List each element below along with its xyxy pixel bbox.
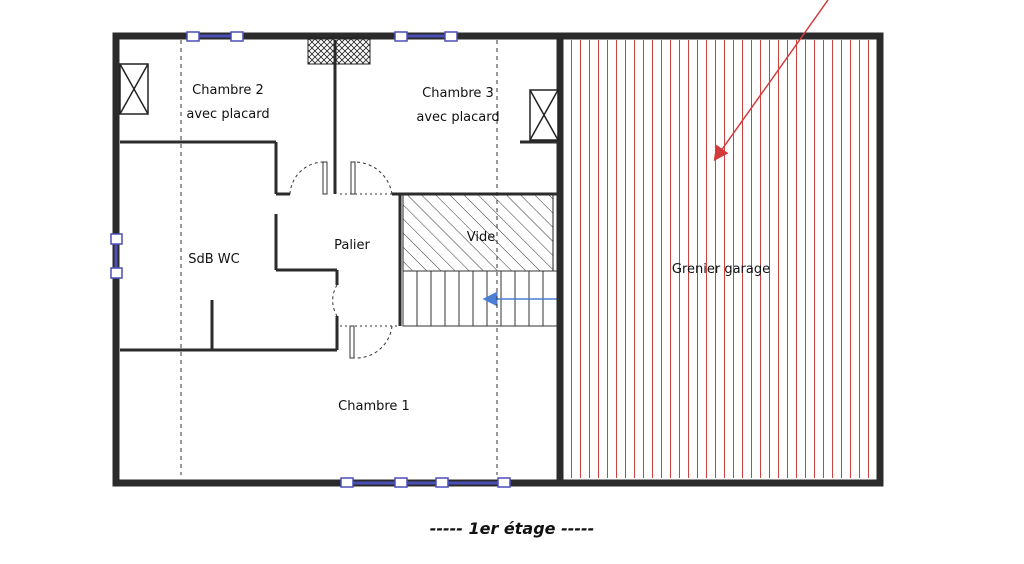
- wall-windows: [110, 31, 511, 488]
- roof-windows: [119, 63, 559, 141]
- floor-caption: ----- 1er étage -----: [429, 519, 595, 538]
- doors: [289, 161, 400, 359]
- chimney-block: [307, 37, 371, 65]
- label-chambre3-line1: Chambre 3: [422, 86, 494, 101]
- label-sdb: SdB WC: [188, 252, 240, 267]
- label-chambre3-line2: avec placard: [416, 110, 499, 125]
- annotation-arrow: [713, 0, 829, 162]
- label-grenier: Grenier garage: [672, 262, 770, 277]
- label-palier: Palier: [334, 238, 370, 253]
- label-chambre1: Chambre 1: [338, 399, 410, 414]
- void-hatch: [402, 194, 554, 272]
- interior-walls: [120, 40, 558, 352]
- grenier-hatch: [565, 40, 873, 478]
- label-chambre2-line2: avec placard: [186, 107, 269, 122]
- label-chambre2-line1: Chambre 2: [192, 83, 264, 98]
- label-vide: Vide: [467, 230, 495, 245]
- roof-lines: [180, 40, 498, 475]
